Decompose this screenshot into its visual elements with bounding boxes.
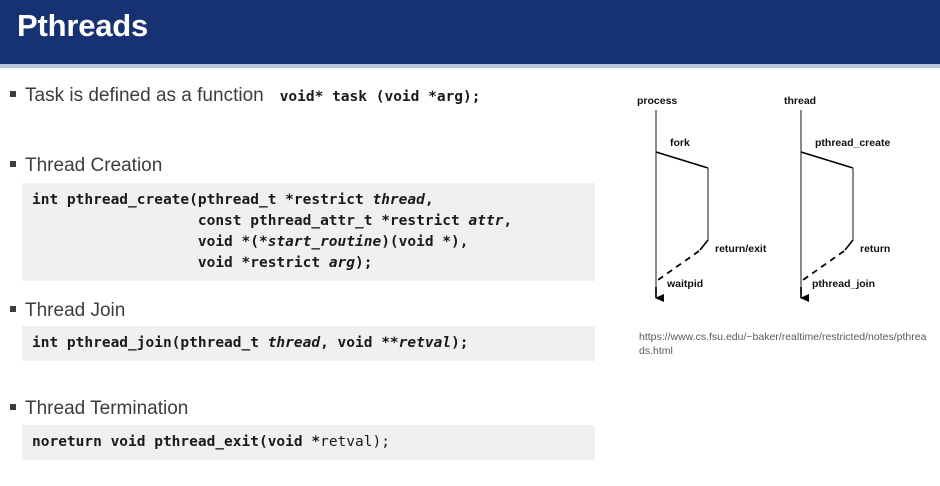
bullet-label: Thread Creation [25, 155, 163, 176]
inline-code-task-signature: void* task (void *arg); [279, 89, 481, 105]
code-line: int pthread_create(pthread_t *restrict t… [32, 192, 434, 208]
code-italic-param: thread [267, 335, 321, 351]
banner-underline [0, 64, 940, 68]
code-italic-param: thread [372, 192, 425, 208]
bullet-label: Thread Join [25, 300, 126, 321]
code-line: void *restrict arg); [32, 255, 373, 271]
code-italic-param: retval [398, 335, 452, 351]
bullet-item-task-definition: Task is defined as a function void* task… [10, 85, 481, 107]
pthread-join-dashed-line [802, 250, 845, 281]
content-column: Task is defined as a function void* task… [0, 68, 620, 486]
diagram-label-pthread-join: pthread_join [812, 278, 875, 290]
diagram-svg: process fork return/exit waitpid thread … [637, 95, 890, 302]
square-bullet-icon [10, 404, 16, 410]
code-italic-param: arg [328, 255, 356, 271]
code-italic-param: attr [468, 213, 504, 229]
bullet-label: Thread Termination [25, 398, 189, 419]
bullet-item-thread-join: Thread Join [10, 300, 125, 322]
fork-branch-line [655, 151, 709, 169]
child-timeline-end [699, 239, 709, 251]
bullet-item-thread-creation: Thread Creation [10, 155, 162, 177]
diagram-source-caption: https://www.cs.fsu.edu/~baker/realtime/r… [639, 331, 927, 357]
bullet-item-thread-termination: Thread Termination [10, 398, 188, 420]
bullet-label: Task is defined as a function [25, 85, 264, 106]
code-italic-param: start_routine [267, 234, 382, 250]
diagram-column-process: process fork return/exit waitpid [637, 95, 767, 302]
diagram-label-return-exit: return/exit [715, 243, 767, 255]
diagram-label-pthread-create: pthread_create [815, 137, 890, 149]
code-regular-param: retval); [320, 434, 390, 450]
diagram-label-waitpid: waitpid [666, 278, 703, 290]
diagram-label-fork: fork [670, 137, 690, 149]
square-bullet-icon [10, 91, 16, 97]
code-block-pthread-join: int pthread_join(pthread_t thread, void … [22, 326, 595, 361]
code-line: noreturn void pthread_exit(void *retval)… [32, 434, 390, 450]
spawned-thread-timeline-end [844, 239, 854, 251]
diagram-label-return: return [860, 243, 890, 255]
pthread-create-branch-line [800, 151, 854, 169]
diagram-column-thread: thread pthread_create return pthread_joi… [784, 95, 890, 302]
code-block-pthread-exit: noreturn void pthread_exit(void *retval)… [22, 425, 595, 460]
code-line: void *(*start_routine)(void *), [32, 234, 469, 250]
page-title: Pthreads [17, 8, 149, 43]
code-line: const pthread_attr_t *restrict attr, [32, 213, 513, 229]
waitpid-dashed-line [657, 250, 700, 281]
code-line: int pthread_join(pthread_t thread, void … [32, 335, 469, 351]
diagram-header-thread: thread [784, 95, 816, 107]
square-bullet-icon [10, 306, 16, 312]
code-block-pthread-create: int pthread_create(pthread_t *restrict t… [22, 183, 595, 281]
title-banner [0, 0, 940, 64]
square-bullet-icon [10, 161, 16, 167]
lifecycle-diagram: process fork return/exit waitpid thread … [620, 82, 940, 382]
diagram-header-process: process [637, 95, 677, 107]
